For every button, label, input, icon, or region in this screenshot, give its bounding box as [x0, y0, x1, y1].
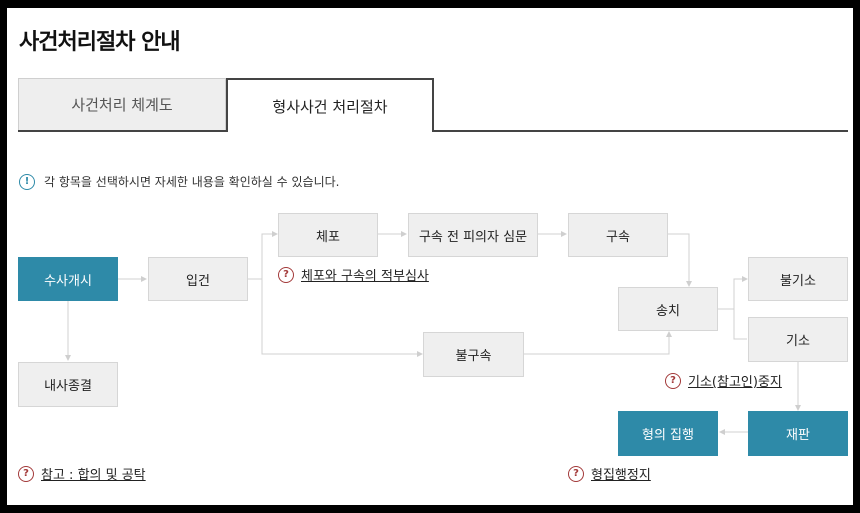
- note-reference[interactable]: ? 참고 : 합의 및 공탁: [18, 464, 146, 483]
- note-execution-suspension-label: 형집행정지: [591, 468, 651, 483]
- step-transfer[interactable]: 송치: [618, 287, 718, 331]
- note-reference-label: 참고 : 합의 및 공탁: [41, 468, 146, 483]
- flow-connectors: [65, 231, 801, 435]
- question-icon: ?: [278, 266, 294, 283]
- step-sentence-execution[interactable]: 형의 집행: [618, 411, 718, 456]
- content-panel: 사건처리절차 안내 사건처리 체계도 형사사건 처리절차 ! 각 항목을 선택하…: [7, 8, 853, 505]
- step-detention[interactable]: 구속: [568, 213, 668, 257]
- page-title: 사건처리절차 안내: [19, 30, 181, 55]
- step-indictment[interactable]: 기소: [748, 317, 848, 362]
- tab-case-system[interactable]: 사건처리 체계도: [18, 78, 226, 130]
- step-case-opened[interactable]: 입건: [148, 257, 248, 301]
- note-arrest-review-label: 체포와 구속의 적부심사: [301, 269, 429, 284]
- step-non-indictment[interactable]: 불기소: [748, 257, 848, 301]
- note-execution-suspension[interactable]: ? 형집행정지: [568, 464, 651, 483]
- note-arrest-review[interactable]: ? 체포와 구속의 적부심사: [278, 265, 429, 284]
- step-start-investigation[interactable]: 수사개시: [18, 257, 118, 301]
- note-indictment-suspension-label: 기소(참고인)중지: [688, 375, 782, 390]
- note-indictment-suspension[interactable]: ? 기소(참고인)중지: [665, 371, 782, 390]
- question-icon: ?: [568, 465, 584, 482]
- question-icon: ?: [665, 372, 681, 389]
- step-non-detention[interactable]: 불구속: [423, 332, 524, 377]
- tab-underline-left: [18, 130, 226, 132]
- info-message: ! 각 항목을 선택하시면 자세한 내용을 확인하실 수 있습니다.: [19, 173, 339, 190]
- info-icon: !: [19, 173, 35, 190]
- question-icon: ?: [18, 465, 34, 482]
- step-pre-detention-hearing[interactable]: 구속 전 피의자 심문: [408, 213, 538, 257]
- step-internal-close[interactable]: 내사종결: [18, 362, 118, 407]
- step-arrest[interactable]: 체포: [278, 213, 378, 257]
- info-text: 각 항목을 선택하시면 자세한 내용을 확인하실 수 있습니다.: [44, 175, 340, 189]
- tab-underline-right: [434, 130, 848, 132]
- tab-criminal-procedure[interactable]: 형사사건 처리절차: [226, 78, 434, 132]
- step-trial[interactable]: 재판: [748, 411, 848, 456]
